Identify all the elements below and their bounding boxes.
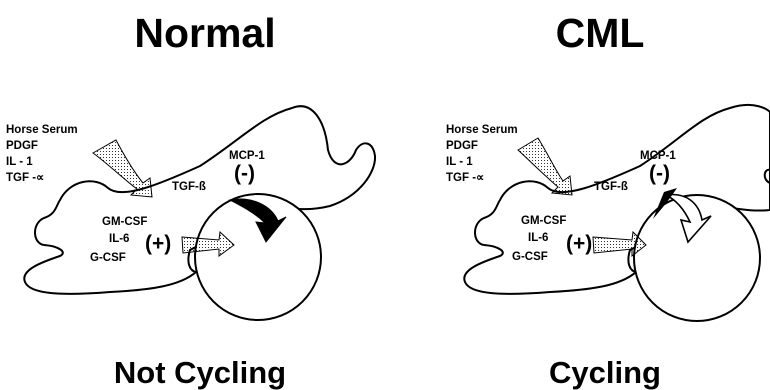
inhibitory-sign: (-) [234, 162, 255, 185]
factor-label: G-CSF [512, 251, 548, 263]
stimulus-label: IL - 1 [6, 156, 33, 168]
inhibitor-label: TGF-ß [172, 181, 206, 193]
factor-label: IL-6 [528, 232, 548, 244]
stimulus-label: PDGF [6, 140, 38, 152]
stimulus-label: TGF -∝ [6, 172, 44, 184]
stimulus-label: Horse Serum [6, 124, 78, 136]
panel-caption-normal: Not Cycling [60, 357, 340, 388]
inhibitor-label: TGF-ß [594, 181, 628, 193]
factor-label: IL-6 [109, 233, 129, 245]
stimulatory-sign: (+) [145, 232, 171, 255]
panel-cml: Horse Serum PDGF IL - 1 TGF -∝ GM-CSF IL… [446, 105, 770, 321]
inhibitor-label: MCP-1 [229, 150, 265, 162]
factor-label: G-CSF [90, 252, 126, 264]
stimulus-label: PDGF [446, 140, 478, 152]
stimulus-label: TGF -∝ [446, 172, 484, 184]
factor-label: GM-CSF [102, 216, 147, 228]
inhibitory-sign: (-) [649, 162, 670, 185]
stimulus-label: IL - 1 [446, 156, 473, 168]
factor-label: GM-CSF [521, 215, 566, 227]
stimulus-label: Horse Serum [446, 124, 518, 136]
inhibitor-label: MCP-1 [640, 150, 676, 162]
panel-caption-cml: Cycling [520, 357, 690, 388]
panel-normal: Horse Serum PDGF IL - 1 TGF -∝ GM-CSF IL… [6, 106, 375, 320]
stimulatory-sign: (+) [566, 232, 592, 255]
